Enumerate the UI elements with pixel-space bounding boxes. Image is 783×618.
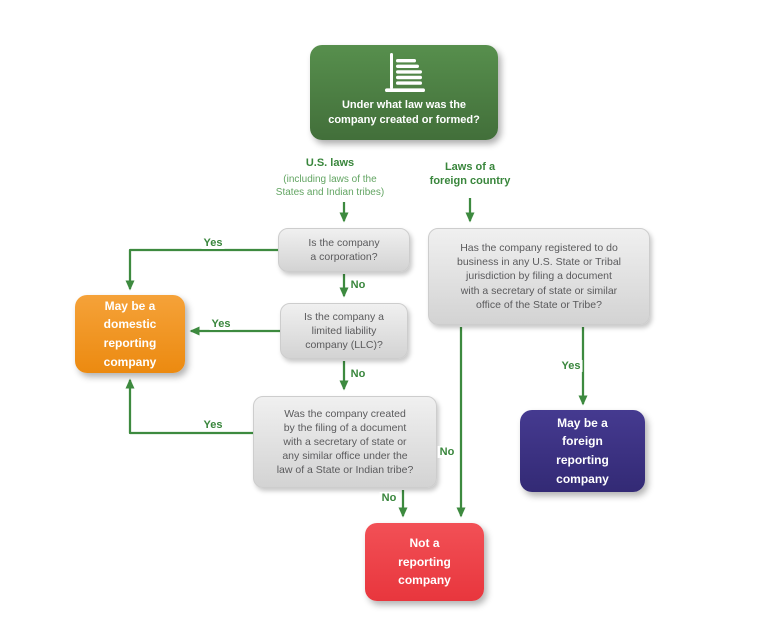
us-laws-title: U.S. laws: [305, 157, 355, 169]
edge-filing-yes-to-domestic: [125, 378, 253, 435]
no-label: No: [348, 367, 368, 381]
foreign-laws-branch-label: Laws of a foreign country: [429, 161, 511, 187]
root-question-text: Under what law was the company created o…: [328, 99, 480, 126]
yes-label: Yes: [201, 236, 225, 250]
edge-corporation-yes-to-domestic: [125, 248, 278, 291]
us-laws-subtitle: (including laws of the States and Indian…: [275, 173, 385, 198]
no-label: No: [348, 278, 368, 292]
outcome-not-reporting-box: Not a reporting company: [365, 523, 484, 601]
question-corporation-box: Is the company a corporation?: [278, 228, 410, 272]
outcome-foreign-reporting-box: May be a foreign reporting company: [520, 410, 645, 492]
yes-label: Yes: [209, 317, 233, 331]
root-question-box: Under what law was the company created o…: [310, 45, 498, 140]
us-laws-branch-label: U.S. laws (including laws of the States …: [250, 157, 410, 199]
no-label: No: [437, 445, 457, 459]
question-filing-box: Was the company created by the filing of…: [253, 396, 437, 488]
outcome-domestic-reporting-box: May be a domestic reporting company: [75, 295, 185, 373]
building-icon: [385, 53, 425, 92]
question-foreign-registration-box: Has the company registered to do busines…: [428, 228, 650, 325]
yes-label: Yes: [559, 359, 583, 373]
yes-label: Yes: [201, 418, 225, 432]
no-label: No: [379, 491, 399, 505]
question-llc-box: Is the company a limited liability compa…: [280, 303, 408, 359]
